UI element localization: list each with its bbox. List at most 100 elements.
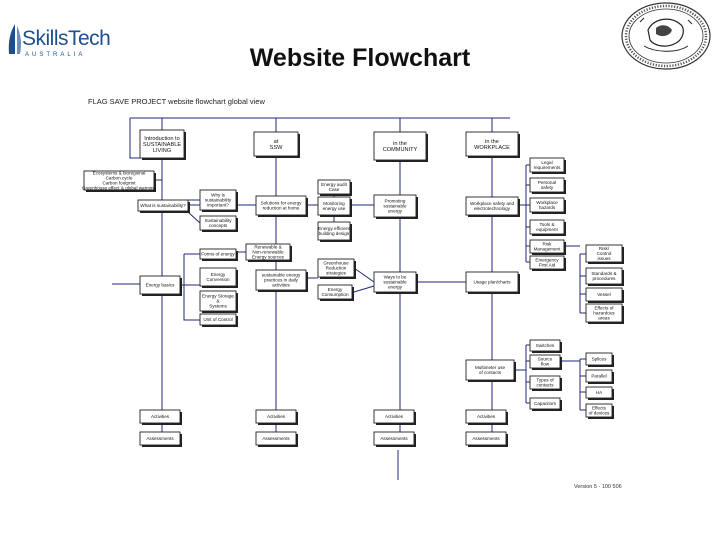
box-label: Ways to be	[384, 275, 407, 280]
box-label: Emergency	[535, 258, 559, 263]
flow-box-ha: HA	[585, 386, 614, 400]
box-label: reduction at home	[263, 206, 300, 211]
box-label: Risk	[543, 242, 553, 247]
box-outline	[529, 239, 565, 254]
box-label: sustainable	[383, 204, 407, 209]
box-label: What is sustainability?	[140, 203, 186, 208]
box-label: Assessments	[472, 436, 500, 441]
box-outline	[317, 221, 351, 241]
box-outline	[255, 409, 297, 424]
slide-title: Website Flowchart	[249, 44, 471, 72]
version-label: Version 5 - 100 506	[574, 484, 622, 490]
box-outline	[199, 267, 237, 287]
box-label: Activities	[385, 414, 404, 419]
flow-box-assessments-4: Assessments	[465, 431, 508, 447]
box-outline	[255, 431, 297, 446]
box-label: Systems	[209, 304, 227, 309]
box-outline	[529, 219, 565, 235]
box-outline	[317, 196, 351, 216]
box-outline	[585, 403, 613, 418]
box-outline	[255, 195, 307, 216]
box-outline	[139, 431, 181, 446]
box-outline	[373, 409, 415, 424]
box-outline	[529, 197, 565, 213]
box-label: requirements	[534, 165, 562, 170]
box-label: Capacitors	[534, 401, 557, 406]
box-label: WORKPLACE	[474, 145, 510, 151]
box-label: SUSTAINABLE	[143, 142, 181, 148]
box-label: Activities	[267, 414, 286, 419]
box-label: sustainability	[205, 198, 232, 203]
box-label: Energy audit	[321, 182, 348, 187]
box-outline	[585, 287, 623, 302]
box-label: COMMUNITY	[383, 147, 418, 153]
box-label: Standards &	[591, 271, 616, 276]
box-outline	[373, 194, 417, 218]
box-label: Usage plan/charts	[473, 280, 511, 285]
box-label: Why is	[211, 193, 225, 198]
box-label: Vessel	[597, 292, 611, 297]
box-label: Renewable &	[254, 245, 281, 250]
box-outline	[373, 131, 427, 161]
box-label: electrotechnology	[474, 206, 511, 211]
box-label: Effects	[592, 406, 607, 411]
box-label: Switches	[536, 343, 555, 348]
box-label: strategies	[326, 271, 347, 276]
flow-box-activities-3: Activities	[373, 409, 416, 425]
box-label: of contacts	[479, 370, 502, 375]
flow-box-splices: Splices	[585, 352, 614, 367]
box-label: Assessments	[380, 436, 408, 441]
box-label: Monitoring	[323, 201, 345, 206]
box-outline	[585, 386, 613, 399]
box-label: Management	[534, 247, 562, 252]
sail-logo-icon	[8, 24, 21, 54]
box-label: energy	[388, 209, 403, 214]
connector-line	[187, 211, 201, 224]
box-label: Unit of Control	[203, 317, 232, 322]
flow-box-assessments-3: Assessments	[373, 431, 416, 447]
seal-icon	[621, 2, 711, 70]
flow-box-tools: Tools &equipment	[529, 219, 566, 236]
box-label: Solutions for energy	[261, 201, 303, 206]
box-label: concepts	[209, 223, 228, 228]
box-label: HA	[596, 390, 603, 395]
box-outline	[139, 409, 181, 424]
box-outline	[255, 269, 307, 291]
box-label: First Aid	[539, 263, 556, 268]
flow-box-energy-storage: Energy Storage&Systems	[199, 290, 238, 313]
box-label: procedures	[593, 276, 617, 281]
box-outline	[139, 275, 181, 295]
box-label: Workplace safety and	[470, 201, 515, 206]
box-outline	[529, 177, 565, 193]
box-outline	[253, 131, 299, 157]
box-label: in the	[485, 139, 499, 145]
box-label: Energy efficient	[318, 226, 350, 231]
box-outline	[373, 271, 417, 293]
box-label: Types of	[536, 378, 554, 383]
box-label: sustainable energy	[262, 273, 301, 278]
logo-text: SkillsTech	[22, 27, 111, 50]
box-outline	[529, 339, 561, 352]
box-label: Carbon cycle	[106, 176, 133, 181]
box-label: Forms of energy	[201, 252, 235, 257]
box-label: Parallel	[591, 374, 606, 379]
box-outline	[317, 258, 355, 278]
box-outline	[529, 157, 565, 173]
box-outline	[465, 409, 507, 424]
flow-box-activities-2: Activities	[255, 409, 298, 425]
box-label: areas	[598, 316, 610, 321]
flow-box-forms-energy: Forms of energy	[199, 248, 238, 261]
box-label: in the	[393, 141, 407, 147]
connector-line	[129, 118, 140, 159]
